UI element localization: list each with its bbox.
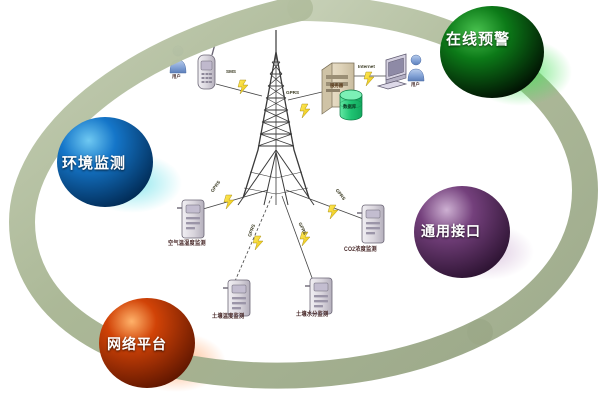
bolt-internet — [363, 71, 375, 87]
bolt-sms — [237, 79, 249, 95]
line-tower-server — [287, 91, 323, 101]
person-pc-user — [407, 54, 425, 82]
sphere-network-platform[interactable] — [99, 298, 195, 388]
signal-tower — [237, 30, 315, 206]
caption-co2-density: CO2浓度监测 — [344, 246, 377, 254]
bolt-co2 — [327, 204, 339, 220]
caption-database: 数据库 — [343, 104, 357, 109]
top-link-lines — [215, 75, 392, 101]
orbit-ring-front — [8, 0, 493, 389]
sensor-device-co2 — [357, 204, 385, 244]
caption-soil-temp: 土壤温度监测 — [212, 313, 245, 321]
caption-mobile-user: 用户 — [172, 74, 181, 79]
sphere-universal-interface[interactable] — [414, 186, 510, 278]
sensor-device-air-temp-humidity — [177, 199, 205, 239]
mobile-phone-icon — [197, 43, 216, 90]
sphere-online-warning[interactable] — [440, 6, 544, 98]
bolt-soil-moist — [299, 231, 311, 247]
orbit-ring-back — [287, 0, 599, 345]
line-co2 — [285, 189, 367, 221]
sensor-device-soil-temp — [223, 279, 251, 317]
desktop-pc-icon — [376, 53, 408, 90]
signal-bolts — [223, 71, 375, 251]
caption-soil-moisture: 土壤水分监测 — [296, 311, 329, 319]
line-phone-tower — [215, 83, 263, 97]
link-label-sms: SMS — [226, 69, 236, 74]
line-soil-temp — [231, 195, 273, 289]
caption-server: 服务器 — [330, 83, 344, 88]
bolt-gprs-top — [299, 103, 311, 119]
sphere-environment-monitoring[interactable] — [57, 117, 153, 207]
caption-air-temp-humidity: 空气温湿度监测 — [168, 240, 206, 248]
bolt-air — [223, 194, 235, 210]
caption-pc-user: 用户 — [411, 82, 420, 87]
sensor-device-soil-moisture — [305, 277, 333, 315]
line-soil-moist — [281, 195, 316, 287]
database-icon — [339, 89, 363, 121]
bolt-soil-temp — [252, 235, 264, 251]
link-label-gprs-top: GPRS — [286, 90, 300, 95]
link-label-internet: Internet — [358, 64, 375, 69]
